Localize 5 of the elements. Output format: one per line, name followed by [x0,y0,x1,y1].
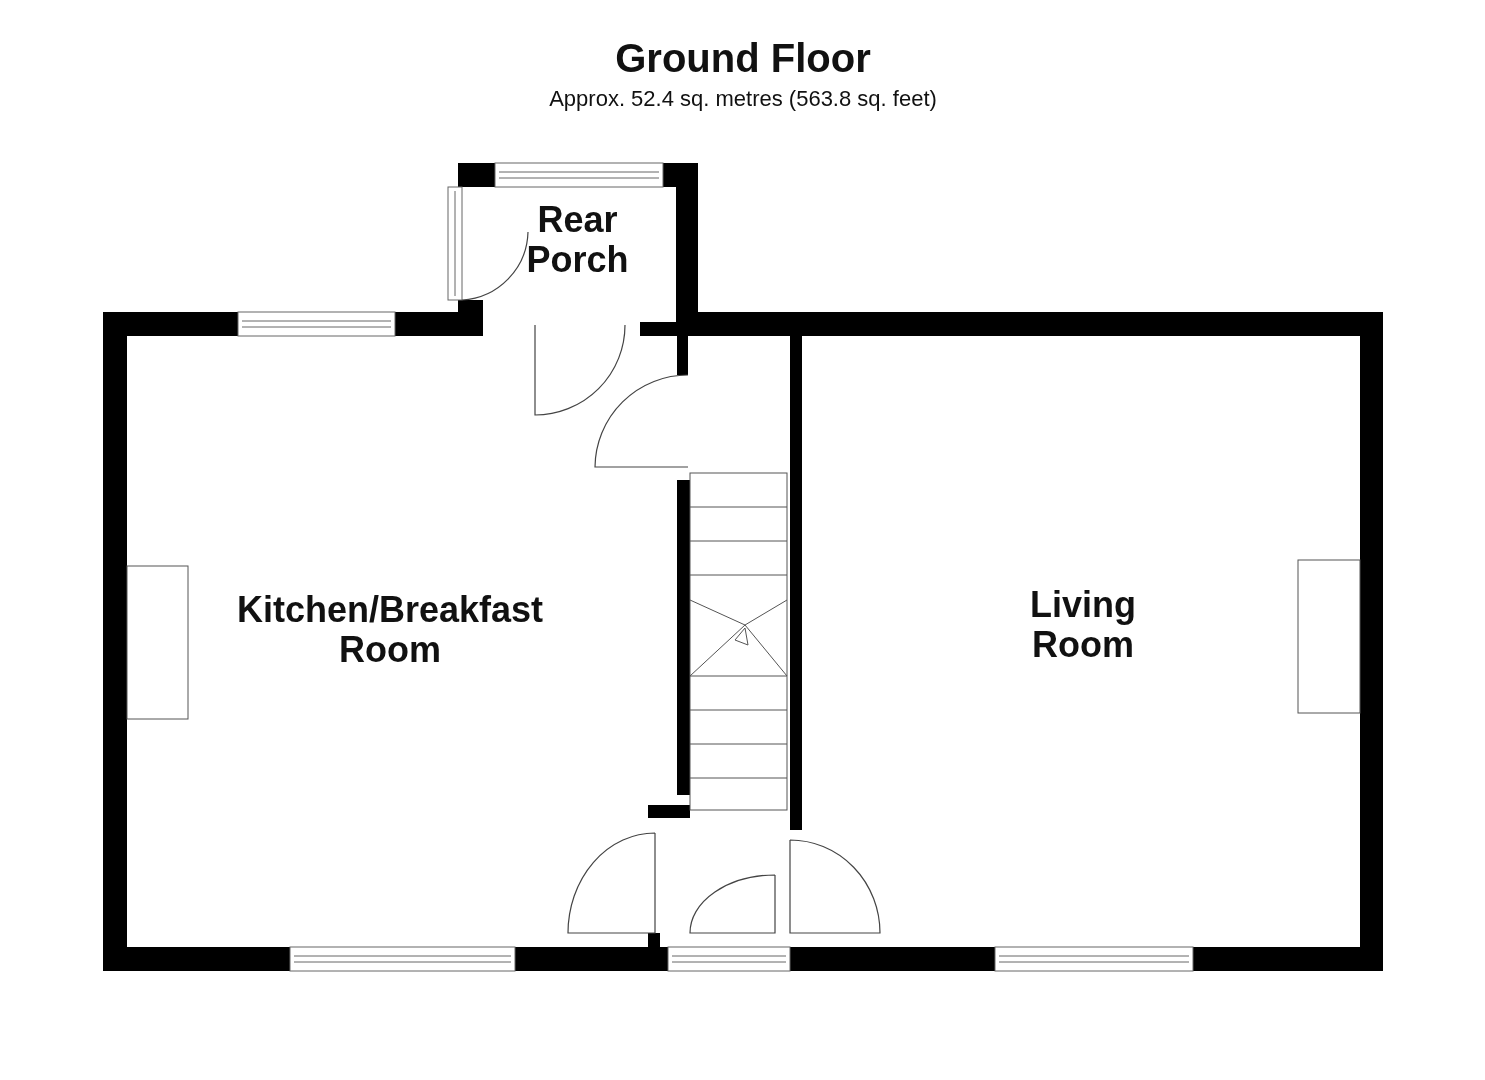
room-label: Kitchen/Breakfast Room [200,590,580,670]
room-label: Rear Porch [500,200,655,280]
floor-title: Ground Floor [614,36,872,81]
area-note: Approx. 52.4 sq. metres (563.8 sq. feet) [548,86,938,112]
room-label: Living Room [1003,585,1163,665]
